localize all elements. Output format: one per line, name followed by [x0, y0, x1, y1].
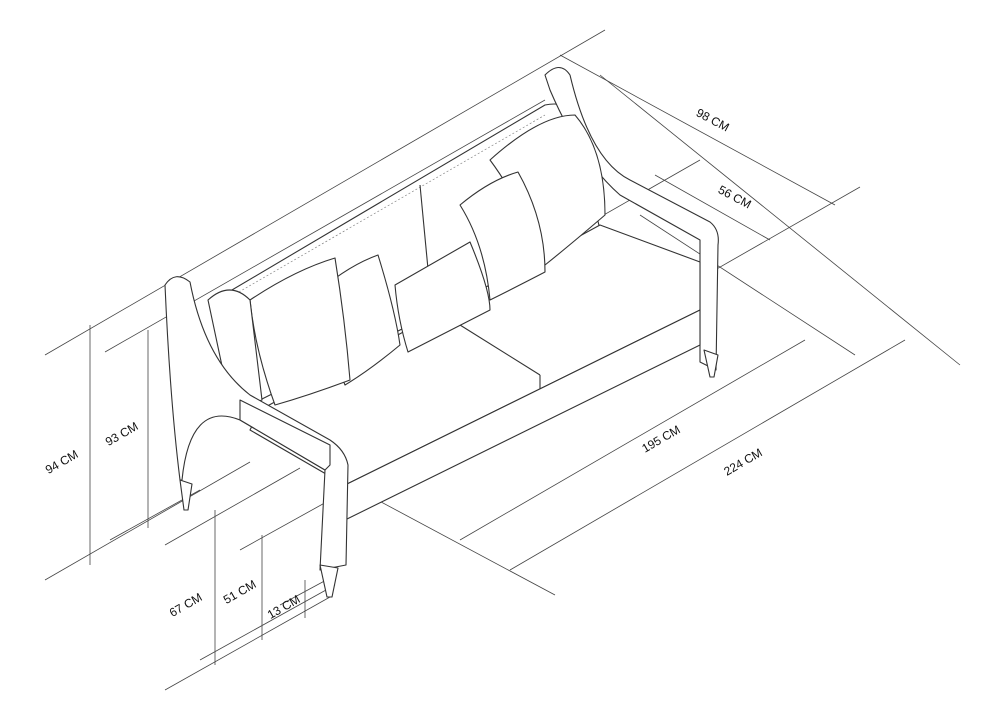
pillow: [459, 171, 546, 301]
pillow: [394, 241, 491, 353]
leg: [319, 564, 339, 598]
leg: [703, 349, 719, 378]
sofa: [164, 66, 719, 598]
leg: [179, 479, 193, 511]
pillow: [249, 257, 351, 406]
